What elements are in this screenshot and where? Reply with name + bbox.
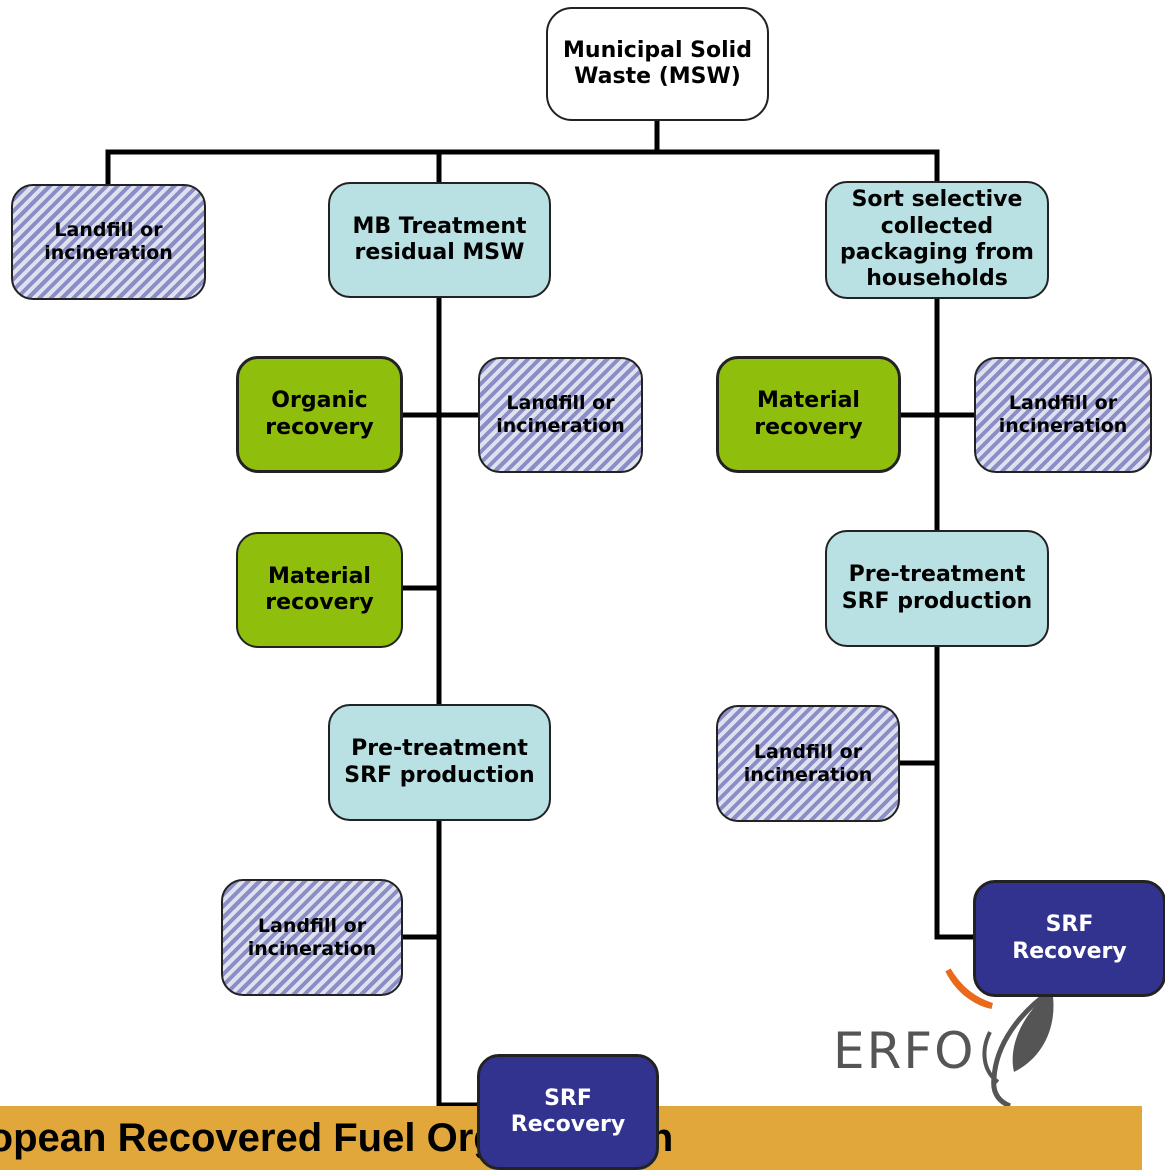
node-label: Material recovery [754, 388, 863, 440]
node-srf-recovery-right: SRF Recovery [973, 880, 1165, 997]
node-pretreatment-srf-right: Pre-treatment SRF production [825, 530, 1049, 647]
node-label: Municipal Solid Waste (MSW) [563, 37, 752, 89]
node-label: Organic recovery [265, 388, 374, 440]
node-landfill-mb: Landfill or incineration [478, 357, 643, 473]
node-label: SRF Recovery [1012, 912, 1127, 964]
node-label: Material recovery [265, 563, 374, 615]
node-material-recovery-left: Material recovery [236, 532, 403, 648]
erfo-logo-text: ERFO [833, 1022, 976, 1080]
node-sort-selective-packaging: Sort selective collected packaging from … [825, 181, 1049, 299]
node-label: Pre-treatment SRF production [344, 736, 535, 788]
node-landfill-pre-left: Landfill or incineration [221, 879, 403, 996]
node-label: MB Treatment residual MSW [352, 213, 527, 265]
node-label: Landfill or incineration [743, 740, 873, 786]
node-label: Landfill or incineration [44, 219, 173, 264]
node-landfill-sort: Landfill or incineration [974, 357, 1152, 473]
node-organic-recovery: Organic recovery [236, 356, 403, 473]
node-label: Pre-treatment SRF production [841, 562, 1033, 614]
node-municipal-solid-waste: Municipal Solid Waste (MSW) [546, 7, 769, 121]
node-label: Landfill or incineration [998, 392, 1128, 437]
node-material-recovery-right: Material recovery [716, 356, 901, 473]
node-label: Landfill or incineration [496, 392, 625, 437]
node-landfill-pre-right: Landfill or incineration [716, 705, 900, 822]
node-label: Sort selective collected packaging from … [840, 187, 1034, 292]
node-label: Landfill or incineration [247, 914, 377, 960]
node-mb-treatment: MB Treatment residual MSW [328, 182, 551, 298]
erfo-logo-icon [945, 968, 1054, 1109]
node-pretreatment-srf-left: Pre-treatment SRF production [328, 704, 551, 821]
node-landfill-top-left: Landfill or incineration [11, 184, 206, 300]
node-srf-recovery-left: SRF Recovery [477, 1054, 659, 1170]
node-label: SRF Recovery [510, 1085, 626, 1137]
